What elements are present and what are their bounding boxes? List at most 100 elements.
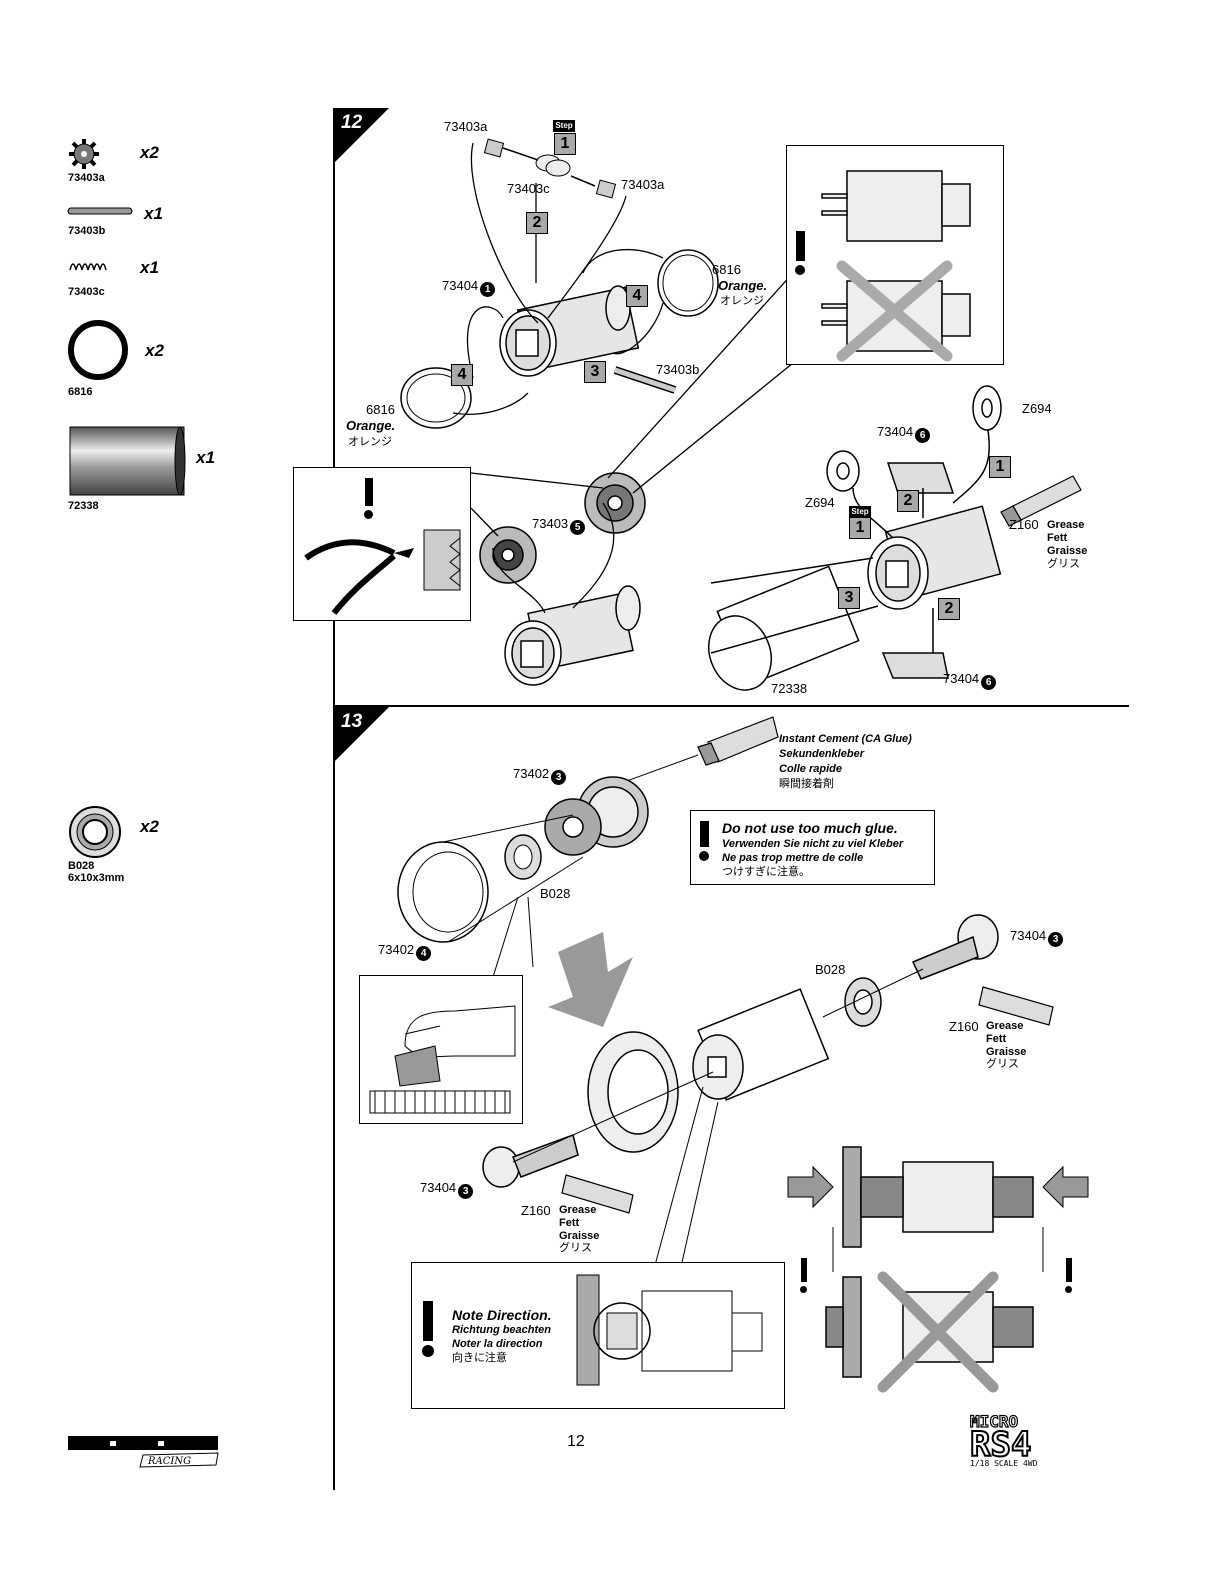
part-label: B028: [540, 886, 571, 901]
grease-jp: グリス: [559, 1242, 592, 1254]
direction-note-jp: 向きに注意: [452, 1352, 507, 1364]
part-qty: x1: [144, 204, 163, 223]
badge: 4: [416, 946, 432, 961]
housing-check-illustration: [821, 170, 971, 362]
color-note-jp: オレンジ: [348, 436, 392, 448]
part-label: Z694: [1022, 401, 1052, 416]
page-number: 12: [567, 1433, 585, 1450]
warning-icon: [364, 478, 373, 519]
grease-jp: グリス: [1047, 558, 1080, 570]
finger-press-box: [359, 975, 523, 1124]
grease-de: Fett: [986, 1033, 1007, 1045]
step-box: 3: [838, 587, 860, 609]
micro-rs4-logo: MICRO RS4 1/18 SCALE 4WD: [968, 1411, 1096, 1468]
warning-icon: [1065, 1258, 1072, 1293]
badge: 3: [458, 1184, 474, 1199]
step-12-flag: [333, 108, 389, 164]
part-label: Z160: [521, 1203, 551, 1218]
step-box: 4: [451, 364, 473, 386]
part-label: 73403b: [656, 362, 700, 377]
glue-warning-fr: Ne pas trop mettre de colle: [722, 852, 864, 864]
grease-en: Grease: [986, 1020, 1024, 1032]
badge: 3: [1048, 932, 1064, 947]
step-tag: Step: [849, 506, 871, 518]
step-13-flag: [333, 707, 389, 763]
step-number: 12: [341, 112, 363, 133]
step-box: 3: [584, 361, 606, 383]
badge: 6: [981, 675, 997, 690]
metal-sleeve-icon: [69, 426, 186, 496]
vertical-divider: [333, 108, 335, 1490]
part-code: B028: [68, 860, 95, 872]
step-number: 13: [341, 711, 363, 732]
svg-text:RS4: RS4: [970, 1425, 1031, 1465]
warning-icon: [795, 231, 805, 275]
step-box: 1: [989, 456, 1011, 478]
color-note: Orange.: [718, 278, 768, 293]
direction-note-en: Note Direction.: [452, 1307, 552, 1323]
ball-bearing-icon: [69, 806, 121, 858]
warning-box-housing: [786, 145, 1004, 365]
glue-warning-en: Do not use too much glue.: [722, 820, 898, 836]
grease-de: Fett: [1047, 532, 1068, 544]
badge: 1: [480, 282, 496, 297]
svg-text:MICRO: MICRO: [970, 1412, 1018, 1431]
ca-glue-de: Sekundenkleber: [779, 748, 864, 760]
glue-warning-jp: つけすぎに注意。: [722, 866, 810, 878]
warning-icon: [699, 821, 709, 861]
part-size: 6x10x3mm: [68, 872, 125, 884]
direction-note-de: Richtung beachten: [452, 1324, 552, 1336]
part-qty: x1: [140, 258, 159, 277]
micro-rs4-logo-icon: MICRO RS4 1/18 SCALE 4WD: [969, 1411, 1038, 1468]
part-code: 73403b: [68, 225, 106, 237]
pliers-icon: [304, 529, 461, 615]
part-code: 72338: [68, 500, 99, 512]
part-label: 72338: [771, 681, 808, 696]
grease-de: Fett: [559, 1217, 580, 1229]
part-code: 73403c: [68, 286, 105, 298]
part-label: Z694: [805, 495, 835, 510]
part-code: 6816: [68, 386, 93, 398]
grease-fr: Graisse: [559, 1230, 600, 1242]
svg-text:RACING: RACING: [147, 1456, 191, 1467]
part-label: Z160: [949, 1019, 979, 1034]
pin-shaft-icon: [67, 207, 133, 215]
step-box: 2: [897, 490, 919, 512]
step-box: 2: [526, 212, 548, 234]
step-tag: Step: [553, 120, 575, 132]
direction-note-box: Note Direction. Richtung beachten Noter …: [411, 1262, 785, 1409]
part-label: Z160: [1009, 517, 1039, 532]
grease-en: Grease: [1047, 519, 1085, 531]
ca-glue-en: Instant Cement (CA Glue): [779, 733, 912, 745]
grease-en: Grease: [559, 1204, 597, 1216]
badge: 5: [570, 520, 586, 535]
step-box: 4: [626, 285, 648, 307]
grease-fr: Graisse: [986, 1046, 1027, 1058]
pinion-gear-icon: [69, 139, 99, 169]
part-label: B028: [815, 962, 846, 977]
step-13-illustration: [397, 716, 1089, 1393]
svg-text:1/18 SCALE 4WD: 1/18 SCALE 4WD: [970, 1459, 1038, 1468]
o-ring-icon: [68, 320, 128, 380]
part-label: 6816: [712, 262, 741, 277]
glue-warning-box: Do not use too much glue. Verwenden Sie …: [690, 810, 935, 885]
step-box: 2: [938, 598, 960, 620]
direction-illustration: [576, 1274, 763, 1386]
part-label: 73403a: [444, 119, 488, 134]
direction-note-fr: Noter la direction: [452, 1338, 543, 1350]
part-label: 73403c: [507, 181, 550, 196]
hpi-racing-logo: RACING: [68, 1433, 219, 1468]
part-qty: x1: [196, 448, 215, 467]
warning-box-pliers: [293, 467, 471, 621]
color-note-jp: オレンジ: [720, 295, 764, 307]
spring-icon: [69, 263, 107, 271]
part-qty: x2: [140, 143, 159, 162]
warning-icon: [800, 1258, 807, 1293]
ca-glue-fr: Colle rapide: [779, 763, 842, 775]
